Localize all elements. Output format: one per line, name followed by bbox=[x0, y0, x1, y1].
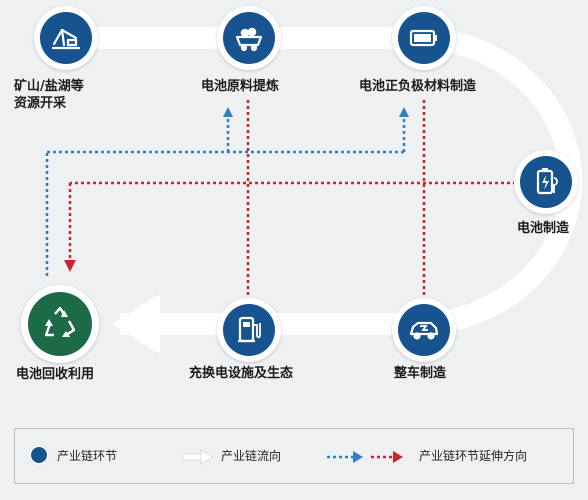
legend-node-label: 产业链环节 bbox=[57, 449, 118, 463]
node-recycling bbox=[21, 285, 99, 363]
label-mining: 矿山/盐湖等 资源开采 bbox=[14, 79, 84, 111]
label-recycling: 电池回收利用 bbox=[16, 367, 95, 382]
red-extension-lines bbox=[64, 100, 522, 296]
label-vehicle: 整车制造 bbox=[394, 366, 447, 381]
label-charging: 充换电设施及生态 bbox=[189, 366, 294, 381]
node-refining bbox=[217, 6, 281, 70]
chain-flow-band bbox=[62, 27, 582, 335]
battery-charge-icon bbox=[536, 168, 558, 195]
legend-extension-label: 产业链环节延伸方向 bbox=[419, 449, 528, 463]
electric-car-icon bbox=[409, 321, 439, 340]
label-cathode: 电池正负极材料制造 bbox=[359, 79, 477, 94]
node-vehicle bbox=[392, 298, 456, 362]
blue-extension-lines bbox=[45, 107, 409, 276]
legend-extension-arrows-icon bbox=[327, 451, 403, 463]
battery-icon bbox=[409, 29, 437, 47]
legend-node-icon bbox=[29, 445, 49, 465]
charging-station-icon bbox=[238, 316, 261, 343]
chain-flow-arrowhead bbox=[112, 294, 160, 354]
mine-cart-icon bbox=[235, 27, 263, 52]
recycle-icon bbox=[44, 306, 76, 337]
label-refining: 电池原料提炼 bbox=[201, 79, 280, 94]
node-mining bbox=[34, 6, 98, 70]
legend-flow-label: 产业链流向 bbox=[221, 449, 282, 463]
legend-flow-arrow-icon bbox=[182, 449, 214, 465]
node-charging bbox=[217, 298, 281, 362]
legend: 产业链环节 产业链流向 产业链环节延伸方向 bbox=[14, 428, 574, 484]
node-cell bbox=[514, 150, 578, 214]
node-cathode bbox=[392, 6, 456, 70]
mining-derrick-icon bbox=[51, 28, 81, 50]
label-cell: 电池制造 bbox=[517, 221, 570, 236]
